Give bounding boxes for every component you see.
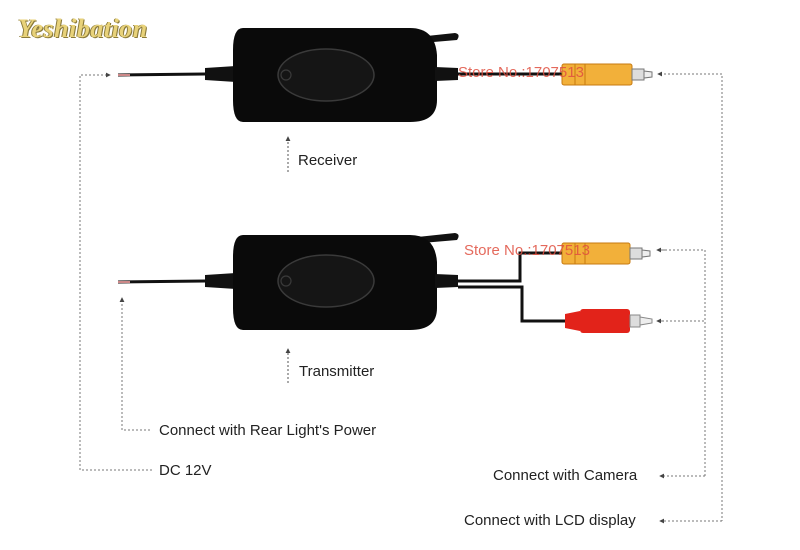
transmitter-label: Transmitter	[299, 363, 375, 380]
store-watermark: Store No.:1707513	[458, 64, 584, 81]
dc-12v-label: DC 12V	[159, 462, 212, 479]
brand-logo: Yeshibation	[18, 14, 148, 43]
lcd-display-label: Connect with LCD display	[464, 512, 636, 529]
transmitter-yellow-rca-plug	[561, 242, 651, 265]
rear-light-power-label: Connect with Rear Light's Power	[159, 422, 377, 439]
receiver-rca-plug	[561, 63, 653, 86]
store-watermark: Store No.:1707513	[464, 242, 590, 259]
dotted-leader-lines	[79, 72, 723, 524]
transmitter-red-power-plug	[565, 309, 653, 333]
receiver-unit	[117, 28, 562, 122]
transmitter-unit	[117, 233, 565, 330]
receiver-label: Receiver	[298, 152, 358, 169]
camera-label: Connect with Camera	[493, 467, 638, 484]
